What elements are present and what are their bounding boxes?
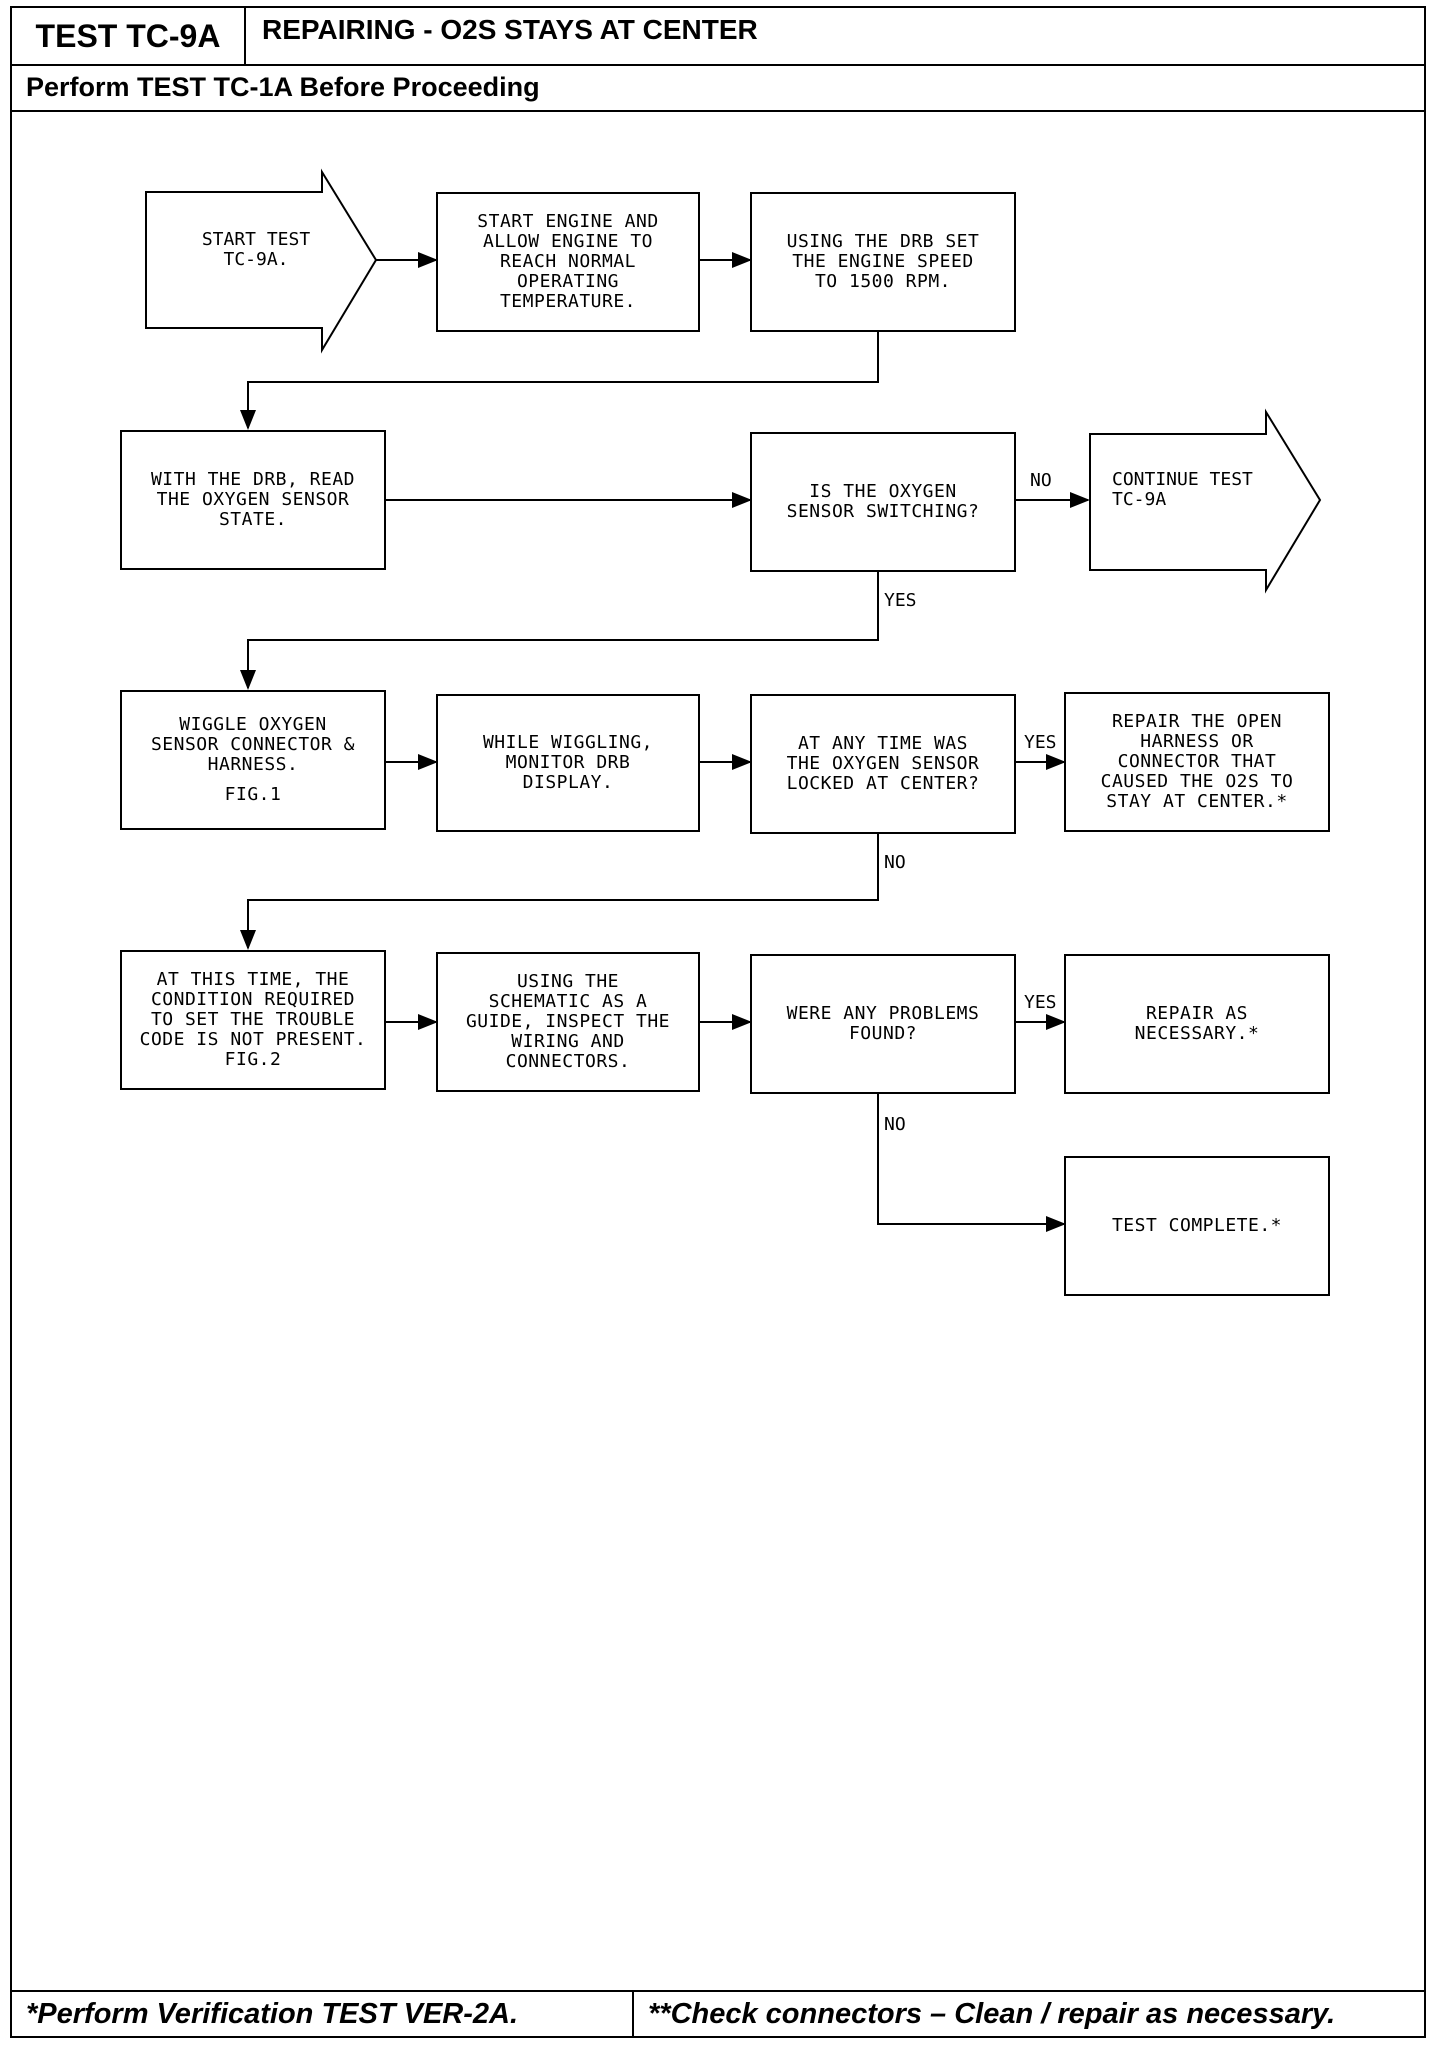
label-no-1: NO [1030, 470, 1052, 491]
label-yes-1: YES [884, 590, 917, 611]
start-engine-box: START ENGINE AND ALLOW ENGINE TO REACH N… [436, 192, 700, 332]
set-engine-speed-text: USING THE DRB SET THE ENGINE SPEED TO 15… [786, 231, 980, 292]
problems-found-decision: WERE ANY PROBLEMS FOUND? [750, 954, 1016, 1094]
repair-as-necessary-box: REPAIR AS NECESSARY.* [1064, 954, 1330, 1094]
wiggle-connector-box: WIGGLE OXYGEN SENSOR CONNECTOR & HARNESS… [120, 690, 386, 830]
locked-at-center-decision: AT ANY TIME WAS THE OXYGEN SENSOR LOCKED… [750, 694, 1016, 834]
continue-arrow-shape [1089, 408, 1322, 594]
label-no-3: NO [884, 1114, 906, 1135]
connector-decision3-complete [877, 1094, 1066, 1232]
inspect-wiring-box: USING THE SCHEMATIC AS A GUIDE, INSPECT … [436, 952, 700, 1092]
fig-2-reference: FIG.2 [224, 1049, 282, 1070]
start-arrow-shape [145, 168, 378, 354]
sensor-switching-text: IS THE OXYGEN SENSOR SWITCHING? [786, 481, 980, 522]
connector-decision1-box4 [240, 572, 879, 690]
condition-not-present-text: AT THIS TIME, THE CONDITION REQUIRED TO … [139, 969, 367, 1050]
read-sensor-state-text: WITH THE DRB, READ THE OXYGEN SENSOR STA… [150, 469, 356, 530]
repair-open-harness-text: REPAIR THE OPEN HARNESS OR CONNECTOR THA… [1100, 711, 1294, 812]
condition-not-present-box: AT THIS TIME, THE CONDITION REQUIRED TO … [120, 950, 386, 1090]
page-title: REPAIRING - O2S STAYS AT CENTER [262, 14, 758, 45]
repair-open-harness-box: REPAIR THE OPEN HARNESS OR CONNECTOR THA… [1064, 692, 1330, 832]
connector-decision2-box6 [240, 834, 879, 950]
footer-connectors-note: **Check connectors – Clean / repair as n… [632, 1990, 1426, 2038]
start-test-label: START TEST TC-9A. [201, 229, 311, 270]
monitor-display-text: WHILE WIGGLING, MONITOR DRB DISPLAY. [482, 732, 654, 793]
test-complete-box: TEST COMPLETE.* [1064, 1156, 1330, 1296]
connector-box2-box3 [240, 330, 879, 430]
sensor-switching-decision: IS THE OXYGEN SENSOR SWITCHING? [750, 432, 1016, 572]
set-engine-speed-box: USING THE DRB SET THE ENGINE SPEED TO 15… [750, 192, 1016, 332]
prerequisite-note: Perform TEST TC-1A Before Proceeding [10, 64, 1426, 112]
start-engine-text: START ENGINE AND ALLOW ENGINE TO REACH N… [477, 211, 659, 312]
locked-at-center-text: AT ANY TIME WAS THE OXYGEN SENSOR LOCKED… [786, 733, 980, 794]
label-yes-3: YES [1024, 992, 1057, 1013]
continue-test-label: CONTINUE TEST TC-9A [1112, 469, 1253, 510]
footer-verification-note: *Perform Verification TEST VER-2A. [10, 1990, 634, 2038]
fig-1-reference: FIG.1 [224, 784, 282, 805]
read-sensor-state-box: WITH THE DRB, READ THE OXYGEN SENSOR STA… [120, 430, 386, 570]
label-no-2: NO [884, 852, 906, 873]
inspect-wiring-text: USING THE SCHEMATIC AS A GUIDE, INSPECT … [465, 971, 671, 1072]
test-complete-text: TEST COMPLETE.* [1111, 1215, 1283, 1236]
wiggle-connector-text: WIGGLE OXYGEN SENSOR CONNECTOR & HARNESS… [150, 714, 356, 775]
label-yes-2: YES [1024, 732, 1057, 753]
monitor-display-box: WHILE WIGGLING, MONITOR DRB DISPLAY. [436, 694, 700, 832]
test-id: TEST TC-9A [10, 6, 246, 66]
problems-found-text: WERE ANY PROBLEMS FOUND? [786, 1003, 980, 1044]
repair-as-necessary-text: REPAIR AS NECESSARY.* [1134, 1003, 1260, 1044]
